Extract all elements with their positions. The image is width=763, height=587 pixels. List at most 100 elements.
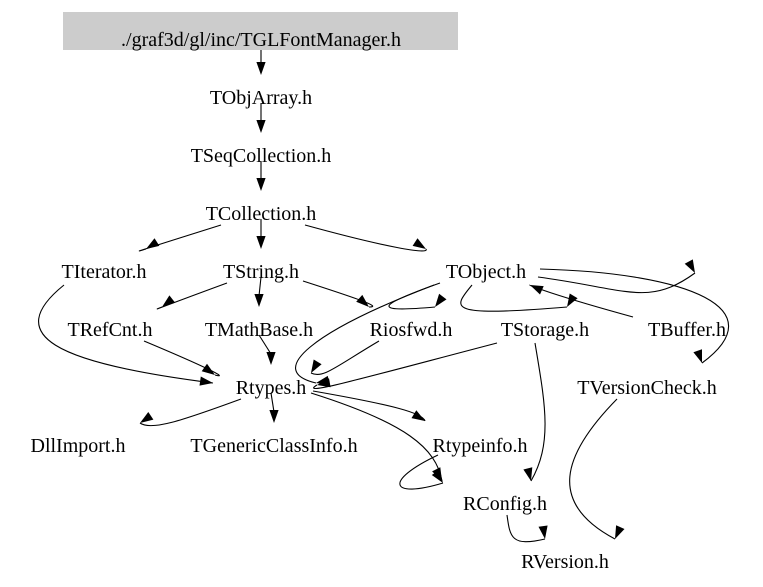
edge-tstring-to-tmathbase xyxy=(254,276,264,307)
edge-tobjarray-to-tseqcoll xyxy=(256,103,266,133)
arrowhead-icon xyxy=(530,285,544,295)
edge-line xyxy=(506,514,546,543)
edge-rtypes-to-tgeneric xyxy=(269,392,279,423)
arrowhead-icon xyxy=(538,525,548,539)
node-layer: ./graf3d/gl/inc/TGLFontManager.hTObjArra… xyxy=(31,12,726,573)
node-label: DllImport.h xyxy=(31,435,126,457)
arrowhead-icon xyxy=(684,259,695,273)
edge-tversion-to-rversion xyxy=(569,398,625,540)
node-label: TStorage.h xyxy=(501,319,589,341)
node-tversion[interactable]: TVersionCheck.h xyxy=(577,377,716,399)
node-tcoll[interactable]: TCollection.h xyxy=(206,203,317,225)
edge-line xyxy=(529,284,634,318)
node-label: TObject.h xyxy=(446,261,526,283)
arrowhead-icon xyxy=(199,376,213,386)
edge-titerator-to-rtypes xyxy=(38,284,214,386)
edge-line xyxy=(312,390,426,422)
edge-line xyxy=(569,398,618,540)
node-rtypeinfo[interactable]: Rtypeinfo.h xyxy=(433,435,528,457)
node-label: TCollection.h xyxy=(206,203,317,225)
node-label: RVersion.h xyxy=(521,551,609,573)
edge-tstring-to-riosfwd xyxy=(302,280,374,308)
node-label: TRefCnt.h xyxy=(68,319,153,341)
node-label: RConfig.h xyxy=(463,493,547,515)
node-tstorage[interactable]: TStorage.h xyxy=(501,319,589,341)
arrowhead-icon xyxy=(523,467,533,481)
node-tobject[interactable]: TObject.h xyxy=(446,261,526,283)
edge-tstring-to-trefcnt xyxy=(156,282,228,310)
edge-riosfwd-to-rtypes xyxy=(310,340,380,376)
edge-line xyxy=(304,224,427,252)
arrowhead-icon xyxy=(311,359,322,373)
node-root[interactable]: ./graf3d/gl/inc/TGLFontManager.h xyxy=(63,12,458,51)
node-titerator[interactable]: TIterator.h xyxy=(62,261,147,283)
arrowhead-icon xyxy=(412,238,426,249)
node-label: Riosfwd.h xyxy=(370,319,453,341)
node-dllimport[interactable]: DllImport.h xyxy=(31,435,126,457)
edge-line xyxy=(313,342,498,390)
edge-tobject-to-tversion xyxy=(539,268,730,364)
edge-line xyxy=(295,284,435,384)
node-label: TIterator.h xyxy=(62,261,147,283)
node-rtypes[interactable]: Rtypes.h xyxy=(236,377,307,399)
edge-tstorage-to-rconfig xyxy=(523,342,546,482)
edge-layer xyxy=(38,50,730,543)
node-label: TSeqCollection.h xyxy=(191,145,332,167)
edge-line xyxy=(258,276,262,297)
node-tgeneric[interactable]: TGenericClassInfo.h xyxy=(190,435,357,457)
arrowhead-icon xyxy=(254,294,264,307)
arrowhead-icon xyxy=(201,363,215,375)
node-tobjarray[interactable]: TObjArray.h xyxy=(210,87,312,109)
node-label: TVersionCheck.h xyxy=(577,377,716,399)
arrowhead-icon xyxy=(317,378,331,388)
edge-tobject-to-tbuffer xyxy=(537,259,696,294)
node-riosfwd[interactable]: Riosfwd.h xyxy=(370,319,453,341)
node-label: ./graf3d/gl/inc/TGLFontManager.h xyxy=(121,29,401,51)
node-label: TBuffer.h xyxy=(648,319,726,341)
edge-root-to-tobjarray xyxy=(256,50,266,75)
arrowhead-icon xyxy=(435,293,447,307)
node-label: Rtypeinfo.h xyxy=(433,435,528,457)
edge-tmathbase-to-rtypes xyxy=(258,334,276,365)
arrowhead-icon xyxy=(266,352,276,365)
edge-rconfig-to-rversion xyxy=(506,514,548,543)
node-label: TGenericClassInfo.h xyxy=(190,435,357,457)
arrowhead-icon xyxy=(269,410,279,423)
arrowhead-icon xyxy=(140,412,154,423)
edge-tstorage-to-rtypes xyxy=(313,342,498,390)
arrowhead-icon xyxy=(256,62,266,75)
edge-line xyxy=(388,282,441,310)
edge-line xyxy=(258,334,272,355)
edge-line xyxy=(399,454,444,490)
arrowhead-icon xyxy=(411,410,425,421)
node-rconfig[interactable]: RConfig.h xyxy=(463,493,547,515)
node-trefcnt[interactable]: TRefCnt.h xyxy=(68,319,153,341)
node-rversion[interactable]: RVersion.h xyxy=(521,551,609,573)
edge-rtypes-to-dllimport xyxy=(139,398,242,427)
node-background xyxy=(63,12,458,50)
edge-tbuffer-to-tobject xyxy=(529,284,634,318)
edge-line xyxy=(460,284,568,312)
arrowhead-icon xyxy=(146,238,160,249)
node-tstring[interactable]: TString.h xyxy=(223,261,299,283)
node-label: TString.h xyxy=(223,261,299,283)
edge-tcoll-to-tstring xyxy=(256,219,266,249)
node-tmathbase[interactable]: TMathBase.h xyxy=(205,319,313,341)
arrowhead-icon xyxy=(615,525,625,539)
edge-trefcnt-to-rtypes xyxy=(143,340,220,377)
edge-tcoll-to-tobject xyxy=(304,224,427,252)
edge-rtypes-to-rtypeinfo xyxy=(312,390,426,422)
arrowhead-icon xyxy=(356,294,369,307)
edge-line xyxy=(537,272,696,294)
node-tbuffer[interactable]: TBuffer.h xyxy=(648,319,726,341)
node-label: TMathBase.h xyxy=(205,319,313,341)
edge-line xyxy=(530,342,546,482)
node-label: Rtypes.h xyxy=(236,377,307,399)
arrowhead-icon xyxy=(567,293,578,307)
arrowhead-icon xyxy=(256,120,266,133)
node-label: TObjArray.h xyxy=(210,87,312,109)
edge-line xyxy=(539,268,730,364)
node-tseqcoll[interactable]: TSeqCollection.h xyxy=(191,145,332,167)
arrowhead-icon xyxy=(162,295,176,307)
